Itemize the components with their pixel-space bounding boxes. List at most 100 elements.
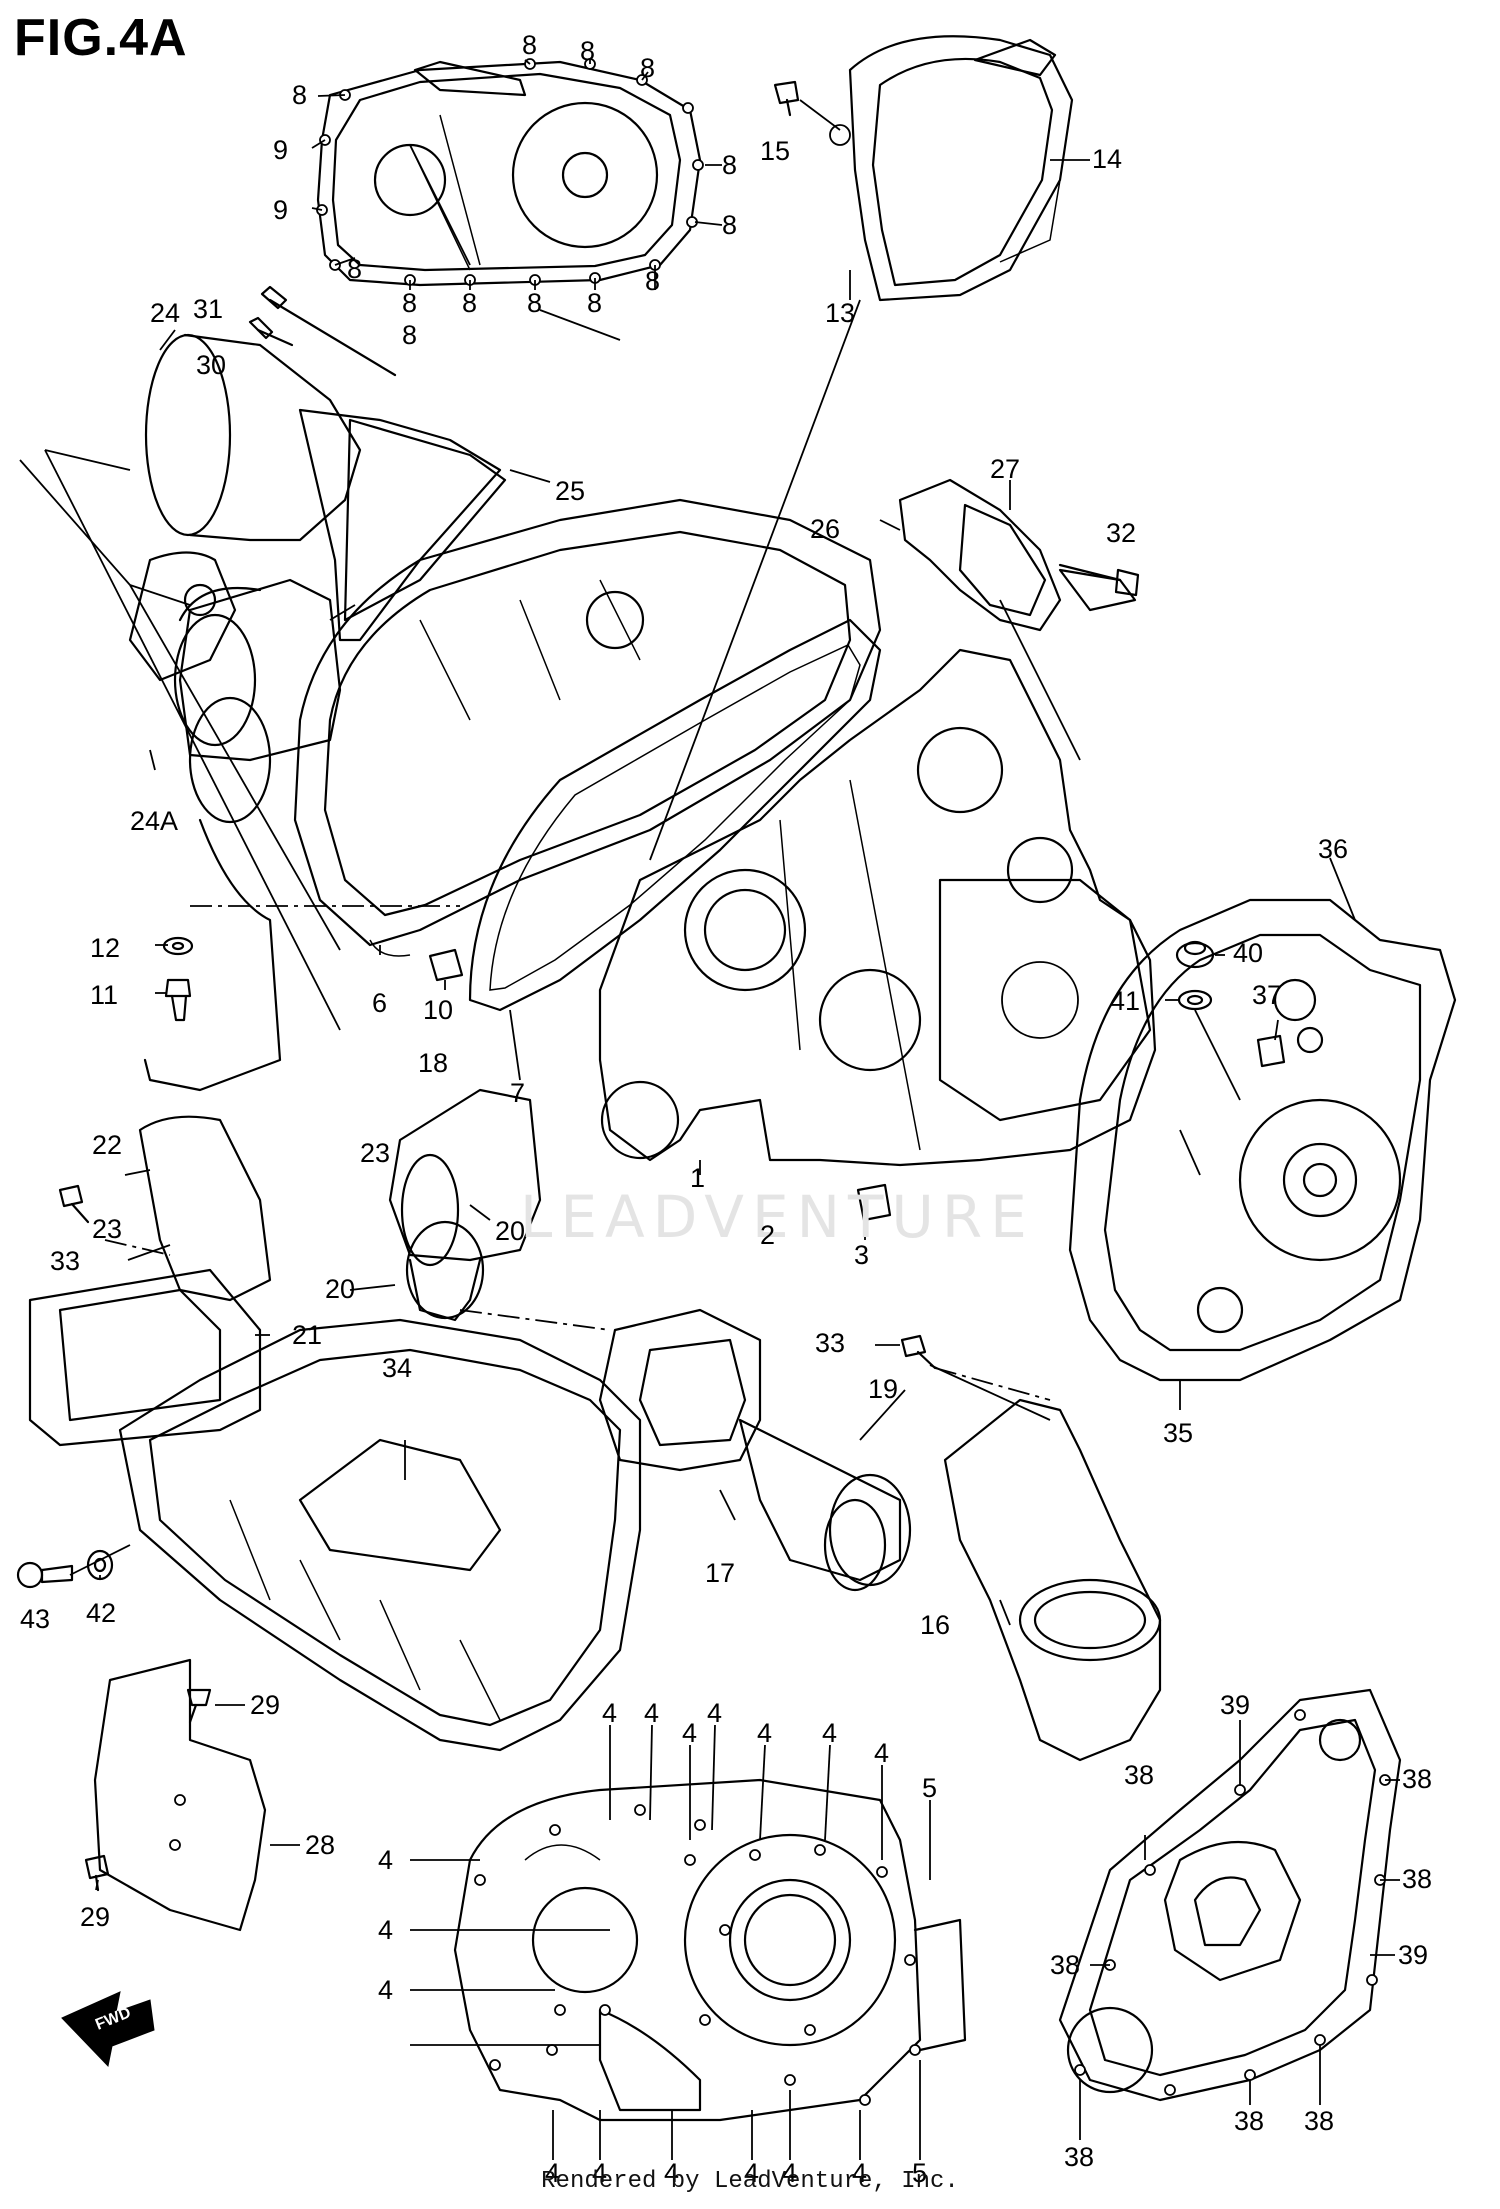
callout-label: 38 <box>1402 1864 1433 1894</box>
callout-label: 3 <box>854 1240 870 1270</box>
shield-plate <box>93 1658 267 1932</box>
callout-label: 4 <box>707 1698 723 1728</box>
callout-label: 8 <box>722 210 738 240</box>
callout-label: 39 <box>1398 1940 1429 1970</box>
callout-label: 5 <box>922 1773 938 1803</box>
callout-label: 7 <box>510 1078 526 1108</box>
callout-label: 19 <box>868 1374 899 1404</box>
callout-label: 33 <box>815 1328 846 1358</box>
callout-label: 6 <box>372 988 388 1018</box>
callout-label: 4 <box>378 1845 394 1875</box>
callout-label: 4 <box>602 1698 618 1728</box>
callout-label: 18 <box>418 1048 449 1078</box>
generator-cover <box>1068 898 1457 1382</box>
small-cover <box>898 478 1137 632</box>
callout-label: 24A <box>130 806 179 836</box>
clutch-cover-outer <box>316 58 704 287</box>
callout-label: 12 <box>90 933 121 963</box>
callout-label: 42 <box>86 1598 117 1628</box>
callout-label: 4 <box>874 1738 890 1768</box>
footer-credit: Rendered by LeadVenture, Inc. <box>541 2168 959 2195</box>
callout-label: 8 <box>580 36 596 66</box>
callout-label: 4 <box>757 1718 773 1748</box>
callout-label: 24 <box>150 298 181 328</box>
duct-lower-right <box>943 1398 1162 1762</box>
callout-label: 4 <box>782 2158 798 2188</box>
callout-label: 8 <box>645 266 661 296</box>
intake-duct-upper <box>128 333 507 682</box>
callout-label: 36 <box>1318 834 1349 864</box>
duct-center <box>388 1088 542 1322</box>
callout-label: 27 <box>990 454 1021 484</box>
callout-label: 13 <box>825 298 856 328</box>
callout-label: 4 <box>852 2158 868 2188</box>
callout-label: 21 <box>292 1320 323 1350</box>
callout-label: 38 <box>1304 2106 1335 2136</box>
callout-label: 31 <box>193 294 224 324</box>
callout-label: 43 <box>20 1604 51 1634</box>
fan-shroud <box>829 35 1074 302</box>
callout-label: 4 <box>664 2158 680 2188</box>
callout-label: 39 <box>1220 1690 1251 1720</box>
callout-label: 8 <box>347 254 363 284</box>
callout-label: 23 <box>360 1138 391 1168</box>
callout-label: 38 <box>1402 1764 1433 1794</box>
callout-label: 8 <box>402 320 418 350</box>
callout-label: 38 <box>1050 1950 1081 1980</box>
callout-label: 20 <box>495 1216 526 1246</box>
callout-label: 8 <box>722 150 738 180</box>
callout-label: 22 <box>92 1130 123 1160</box>
callout-label: 1 <box>690 1163 706 1193</box>
callout-label: 4 <box>822 1718 838 1748</box>
callout-label: 10 <box>423 995 454 1025</box>
callout-label: 16 <box>920 1610 951 1640</box>
callout-label: 9 <box>273 135 289 165</box>
callout-label: 40 <box>1233 938 1264 968</box>
callout-label: 4 <box>378 1915 394 1945</box>
callout-label: 8 <box>462 288 478 318</box>
callout-label: 8 <box>522 30 538 60</box>
callout-label: 41 <box>1110 986 1141 1016</box>
callout-label: 35 <box>1163 1418 1194 1448</box>
callout-label: 4 <box>545 2158 561 2188</box>
callout-label: 8 <box>640 53 656 83</box>
callout-label: 8 <box>587 288 603 318</box>
callout-label: 25 <box>555 476 586 506</box>
pump-cover <box>1058 1688 1402 2102</box>
callout-label: 20 <box>325 1274 356 1304</box>
callout-label: 34 <box>382 1353 413 1383</box>
callout-label: 9 <box>273 195 289 225</box>
clutch-cover-lower <box>453 1778 967 2122</box>
callout-label: 28 <box>305 1830 336 1860</box>
callout-label: 5 <box>912 2158 928 2188</box>
callout-label: 15 <box>760 136 791 166</box>
callout-label: 32 <box>1106 518 1137 548</box>
leader-lines <box>19 59 1400 2160</box>
heat-shield <box>118 1318 642 1752</box>
callout-label: 38 <box>1234 2106 1265 2136</box>
callout-label: 38 <box>1064 2142 1095 2172</box>
callout-label: 30 <box>196 350 227 380</box>
callout-label: 8 <box>402 288 418 318</box>
callout-label: 2 <box>760 1220 776 1250</box>
callout-label: 4 <box>744 2158 760 2188</box>
callout-label: 4 <box>682 1718 698 1748</box>
callout-label: 37 <box>1252 980 1283 1010</box>
callout-label: 26 <box>810 514 841 544</box>
crankcase-cover <box>293 498 882 957</box>
figure-title: FIG.4A <box>14 9 188 67</box>
crankcase <box>598 648 1157 1167</box>
duct-left <box>28 578 342 1447</box>
callout-label: 38 <box>1124 1760 1155 1790</box>
duct-right <box>598 1308 912 1592</box>
cover-gasket <box>468 618 882 1012</box>
callout-label: 17 <box>705 1558 736 1588</box>
callout-label: 8 <box>527 288 543 318</box>
callout-label: 23 <box>92 1214 123 1244</box>
fasteners <box>16 80 1286 1892</box>
callout-label: 4 <box>644 1698 660 1728</box>
callout-label: 14 <box>1092 144 1123 174</box>
callout-label: 29 <box>80 1902 111 1932</box>
